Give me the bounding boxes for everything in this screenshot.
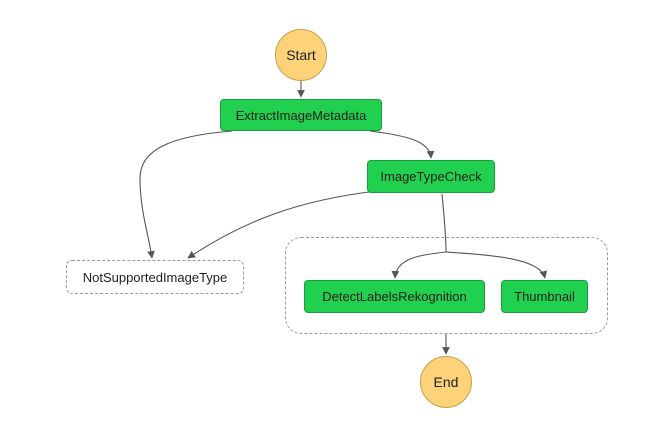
image-type-check-label: ImageTypeCheck (380, 169, 482, 184)
edge-imagetypecheck-to-notsupported (187, 190, 378, 259)
start-node-label: Start (286, 47, 316, 63)
extract-image-metadata-state[interactable]: ExtractImageMetadata (220, 99, 382, 131)
detect-labels-rekognition-state[interactable]: DetectLabelsRekognition (304, 280, 485, 313)
edge-extract-to-notsupported (139, 130, 233, 259)
not-supported-image-type-state[interactable]: NotSupportedImageType (66, 260, 244, 294)
start-node[interactable]: Start (275, 29, 327, 81)
end-node-label: End (433, 374, 459, 390)
edge-imagetypecheck-to-parallel (441, 193, 447, 253)
parallel-state-group[interactable] (285, 237, 608, 334)
edge-parallel-to-thumbnail (445, 251, 548, 279)
image-type-check-state[interactable]: ImageTypeCheck (367, 160, 495, 193)
not-supported-image-type-label: NotSupportedImageType (82, 269, 228, 285)
extract-image-metadata-label: ExtractImageMetadata (235, 107, 367, 123)
detect-labels-rekognition-label: DetectLabelsRekognition (322, 289, 467, 304)
end-node[interactable]: End (420, 356, 472, 408)
thumbnail-label: Thumbnail (514, 289, 575, 304)
edge-parallel-to-detectlabels (391, 251, 447, 279)
thumbnail-state[interactable]: Thumbnail (501, 280, 588, 313)
edge-extract-to-imagetypecheck (369, 130, 435, 159)
